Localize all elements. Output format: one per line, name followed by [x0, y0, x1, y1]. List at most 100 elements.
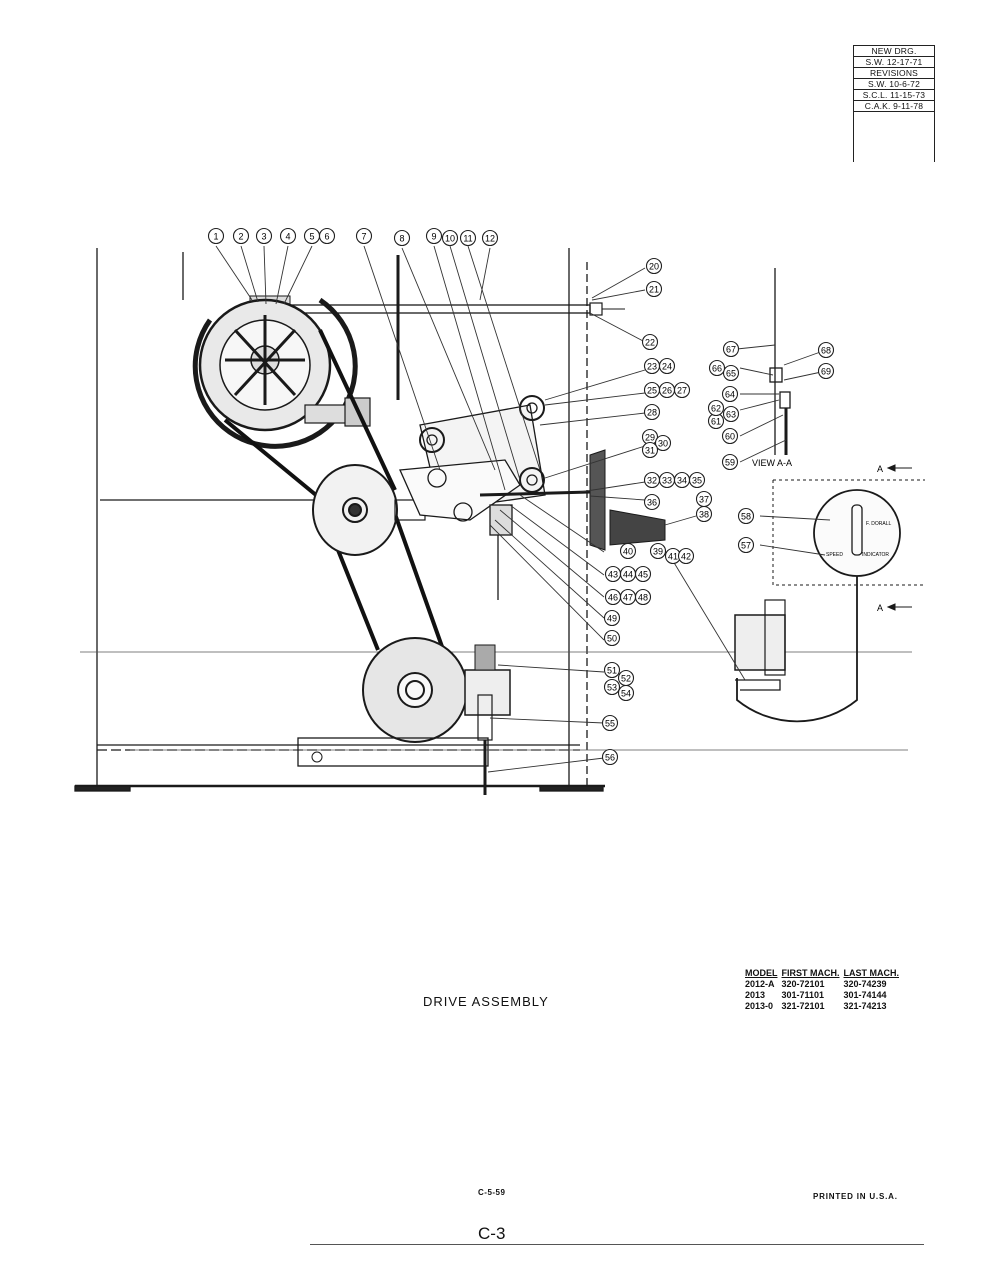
callout-30: 30 [654, 434, 672, 452]
callout-number: 58 [741, 512, 751, 522]
callout-61: 61 [707, 412, 725, 430]
callout-number: 68 [821, 346, 831, 356]
callout-8: 8 [393, 229, 411, 247]
callout-40: 40 [619, 542, 637, 560]
callout-number: 37 [699, 495, 709, 505]
callout-52: 52 [617, 669, 635, 687]
callout-number: 1 [213, 232, 218, 242]
callout-number: 40 [623, 547, 633, 557]
callout-60: 60 [721, 427, 739, 445]
section-mark: A [877, 603, 883, 613]
lever-assembly [399, 395, 591, 600]
dial-top-label: F. DORALL [866, 521, 892, 527]
speed-indicator [734, 479, 925, 723]
leader-lines [215, 245, 831, 773]
table-row: 2013-0 321-72101 321-74213 [745, 1001, 903, 1012]
callout-63: 63 [722, 405, 740, 423]
callout-62: 62 [707, 399, 725, 417]
callout-number: 34 [677, 476, 687, 486]
section-marks [886, 464, 912, 611]
callout-36: 36 [643, 493, 661, 511]
callout-64: 64 [721, 385, 739, 403]
last-mach-cell: 321-74213 [843, 1001, 887, 1011]
callout-33: 33 [658, 471, 676, 489]
callout-number: 22 [645, 338, 655, 348]
callout-58: 58 [737, 507, 755, 525]
callout-number: 57 [741, 541, 751, 551]
upper-pulley [192, 297, 371, 449]
drawing-code: C-5-59 [478, 1188, 506, 1197]
callout-number: 49 [607, 614, 617, 624]
view-label: VIEW A-A [752, 458, 792, 468]
first-mach-header: FIRST MACH. [781, 968, 840, 978]
callout-53: 53 [603, 678, 621, 696]
model-cell: 2013 [745, 990, 766, 1000]
callout-44: 44 [619, 565, 637, 583]
callout-number: 29 [645, 433, 655, 443]
callout-11: 11 [459, 229, 477, 247]
revision-row: C.A.K. 9-11-78 [854, 101, 934, 112]
revision-block: NEW DRG. S.W. 12-17-71 REVISIONS S.W. 10… [853, 45, 935, 162]
printed-in-label: PRINTED IN U.S.A. [813, 1192, 898, 1201]
callout-number: 59 [725, 458, 735, 468]
motor [297, 637, 511, 795]
callout-number: 62 [711, 404, 721, 414]
callout-number: 38 [699, 510, 709, 520]
callout-45: 45 [634, 565, 652, 583]
callout-number: 7 [361, 232, 366, 242]
callout-number: 6 [324, 232, 329, 242]
callout-number: 66 [712, 364, 722, 374]
callout-number: 27 [677, 386, 687, 396]
callout-50: 50 [603, 629, 621, 647]
callout-2: 2 [232, 227, 250, 245]
callout-23: 23 [643, 357, 661, 375]
callout-number: 61 [711, 417, 721, 427]
callout-number: 35 [692, 476, 702, 486]
callout-54: 54 [617, 684, 635, 702]
callout-number: 8 [399, 234, 404, 244]
model-cell: 2013-0 [745, 1001, 774, 1011]
callout-1: 1 [207, 227, 225, 245]
callout-number: 64 [725, 390, 735, 400]
callout-46: 46 [604, 588, 622, 606]
model-table: MODEL FIRST MACH. LAST MACH. 2012-A 320-… [745, 968, 903, 1012]
last-mach-cell: 320-74239 [843, 979, 887, 989]
dial-right-label: INDICATOR [862, 552, 889, 558]
callout-number: 10 [445, 234, 455, 244]
callout-number: 65 [726, 369, 736, 379]
callout-32: 32 [643, 471, 661, 489]
callout-number: 53 [607, 683, 617, 693]
callout-43: 43 [604, 565, 622, 583]
callout-number: 26 [662, 386, 672, 396]
callout-20: 20 [645, 257, 663, 275]
callout-39: 39 [649, 542, 667, 560]
callout-38: 38 [695, 505, 713, 523]
callout-42: 42 [677, 547, 695, 565]
callout-25: 25 [643, 381, 661, 399]
callout-number: 42 [681, 552, 691, 562]
footer-rule [310, 1244, 924, 1245]
callout-number: 60 [725, 432, 735, 442]
callout-number: 9 [431, 232, 436, 242]
callout-number: 67 [726, 345, 736, 355]
callout-35: 35 [688, 471, 706, 489]
callout-number: 44 [623, 570, 633, 580]
callout-number: 31 [645, 446, 655, 456]
callout-number: 41 [668, 552, 678, 562]
first-mach-cell: 301-71101 [781, 990, 825, 1000]
callout-number: 21 [649, 285, 659, 295]
middle-pulley [312, 464, 426, 556]
callout-21: 21 [645, 280, 663, 298]
callout-number: 36 [647, 498, 657, 508]
callout-number: 3 [261, 232, 266, 242]
callout-number: 55 [605, 719, 615, 729]
callout-number: 30 [658, 439, 668, 449]
callout-number: 63 [726, 410, 736, 420]
callout-number: 4 [285, 232, 290, 242]
first-mach-cell: 320-72101 [781, 979, 825, 989]
callout-number: 28 [647, 408, 657, 418]
callout-number: 45 [638, 570, 648, 580]
revision-row: REVISIONS [854, 68, 934, 79]
callout-number: 54 [621, 689, 631, 699]
